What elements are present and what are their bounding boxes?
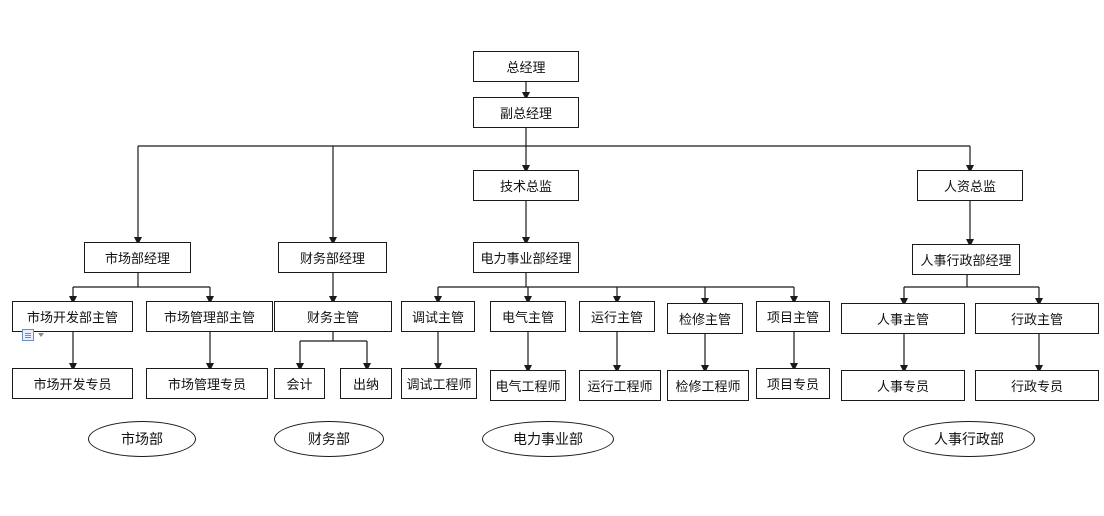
- node-electric-engineer: 电气工程师: [490, 370, 566, 401]
- node-hr-specialist: 人事专员: [841, 370, 965, 401]
- node-project-supervisor: 项目主管: [756, 301, 830, 332]
- node-electric-supervisor: 电气主管: [490, 301, 566, 332]
- node-tech-director: 技术总监: [473, 170, 579, 201]
- node-admin-specialist: 行政专员: [975, 370, 1099, 401]
- node-market-mgmt-specialist: 市场管理专员: [146, 368, 268, 399]
- node-maintenance-engineer: 检修工程师: [667, 370, 749, 401]
- dept-label-finance: 财务部: [274, 421, 384, 457]
- node-hr-director: 人资总监: [917, 170, 1023, 201]
- node-power-division-manager: 电力事业部经理: [473, 242, 579, 273]
- chevron-down-icon[interactable]: [38, 333, 44, 337]
- node-admin-supervisor: 行政主管: [975, 303, 1099, 334]
- node-maintenance-supervisor: 检修主管: [667, 303, 743, 334]
- node-accountant: 会计: [274, 368, 325, 399]
- node-deputy-general-manager: 副总经理: [473, 97, 579, 128]
- node-market-dev-specialist: 市场开发专员: [12, 368, 133, 399]
- node-project-specialist: 项目专员: [756, 368, 830, 399]
- node-market-dev-supervisor: 市场开发部主管: [12, 301, 133, 332]
- node-hr-admin-manager: 人事行政部经理: [912, 244, 1020, 275]
- dept-label-hr-admin: 人事行政部: [903, 421, 1035, 457]
- node-debug-engineer: 调试工程师: [401, 368, 477, 399]
- node-operation-supervisor: 运行主管: [579, 301, 655, 332]
- node-debug-supervisor: 调试主管: [401, 301, 475, 332]
- node-general-manager: 总经理: [473, 51, 579, 82]
- node-operation-engineer: 运行工程师: [579, 370, 661, 401]
- node-market-mgmt-supervisor: 市场管理部主管: [146, 301, 273, 332]
- dept-label-power: 电力事业部: [482, 421, 614, 457]
- node-finance-manager: 财务部经理: [278, 242, 387, 273]
- node-finance-supervisor: 财务主管: [274, 301, 392, 332]
- dept-label-market: 市场部: [88, 421, 196, 457]
- document-options-icon[interactable]: [22, 329, 34, 341]
- node-cashier: 出纳: [340, 368, 392, 399]
- node-hr-supervisor: 人事主管: [841, 303, 965, 334]
- node-market-manager: 市场部经理: [84, 242, 191, 273]
